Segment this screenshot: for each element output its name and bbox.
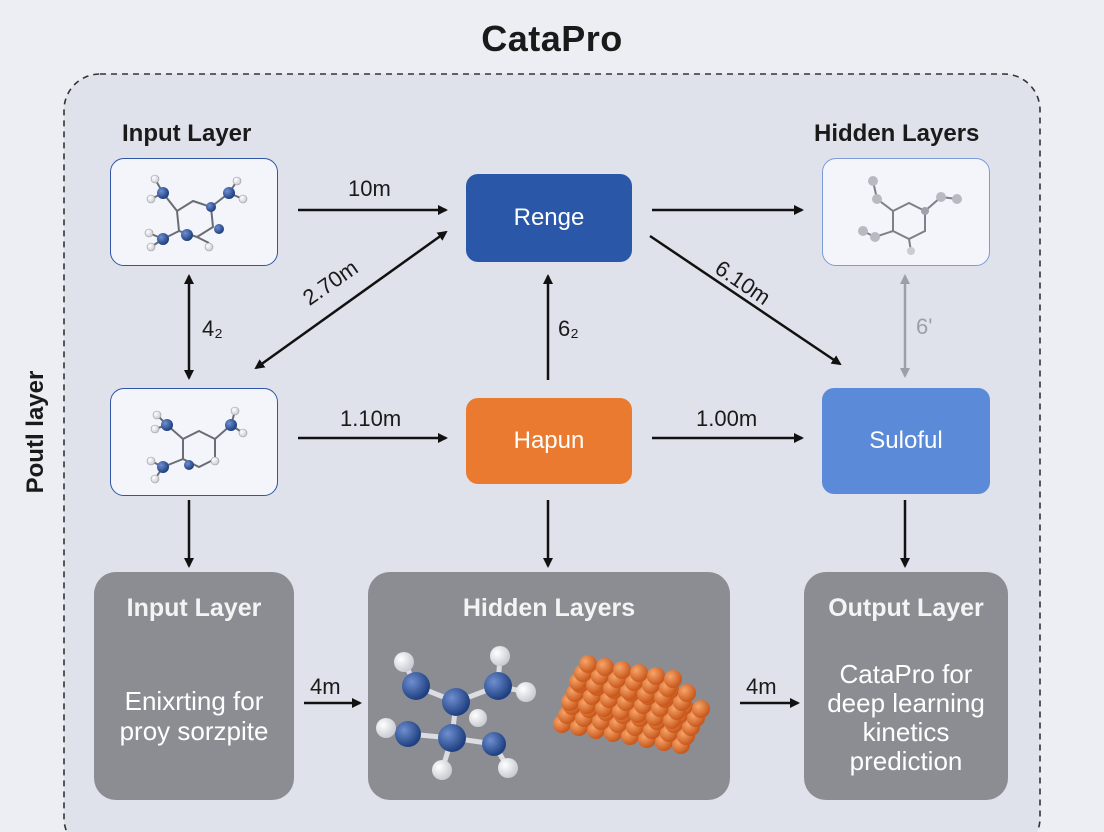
panel-input-heading: Input Layer (126, 594, 262, 622)
panel-hidden-heading: Hidden Layers (462, 594, 636, 622)
nanoparticle-sphere (630, 664, 648, 682)
label-panel-1-to-2: 4m (310, 674, 341, 699)
arrow-diag-right (649, 234, 842, 366)
label-vertical-left: 4₂ (202, 316, 223, 341)
panel-hidden-layers: Hidden Layers (368, 572, 730, 800)
panel-input-body: Enixrting for proy sorzpite (119, 686, 269, 746)
molecule-icon (376, 646, 536, 780)
molecule-icon (858, 176, 962, 255)
label-hapun-to-renge: 6₂ (558, 316, 579, 341)
nanoparticle-sphere (613, 661, 631, 679)
diagram-title: CataPro (481, 18, 623, 59)
nanoparticle-sphere (692, 700, 710, 718)
hidden-molecule-card (822, 158, 990, 266)
header-hidden-layers: Hidden Layers (814, 120, 980, 147)
panel-input-layer: Input Layer Enixrting for proy sorzpite (94, 572, 294, 800)
panel-output-heading: Output Layer (828, 594, 984, 622)
nanoparticle-sphere (678, 684, 696, 702)
input-molecule-card (110, 158, 278, 266)
side-label: Poutl layer (22, 370, 49, 494)
label-hapun-to-suloful: 1.00m (696, 406, 758, 431)
molecule-icon (144, 174, 248, 252)
label-mol-to-hapun: 1.10m (340, 406, 402, 431)
node-renge: Renge (466, 174, 632, 262)
nanoparticle-sphere (664, 670, 682, 688)
label-panel-2-to-3: 4m (746, 674, 777, 699)
nanoparticle-sphere (647, 667, 665, 685)
nanoparticle-icon (553, 655, 710, 754)
input-molecule-card-2 (110, 388, 278, 496)
arrow-diag-left (254, 230, 448, 370)
node-hapun: Hapun (466, 398, 632, 484)
header-input-layer: Input Layer (122, 120, 252, 147)
node-suloful: Suloful (822, 388, 990, 494)
panel-output-layer: Output Layer CataPro for deep learning k… (804, 572, 1008, 800)
nanoparticle-sphere (596, 658, 614, 676)
label-vertical-right: 6' (916, 314, 933, 339)
panel-output-body: CataPro for deep learning kinetics predi… (827, 659, 985, 776)
molecule-icon (146, 406, 248, 484)
label-in-to-renge: 10m (348, 176, 391, 201)
nanoparticle-sphere (579, 655, 597, 673)
